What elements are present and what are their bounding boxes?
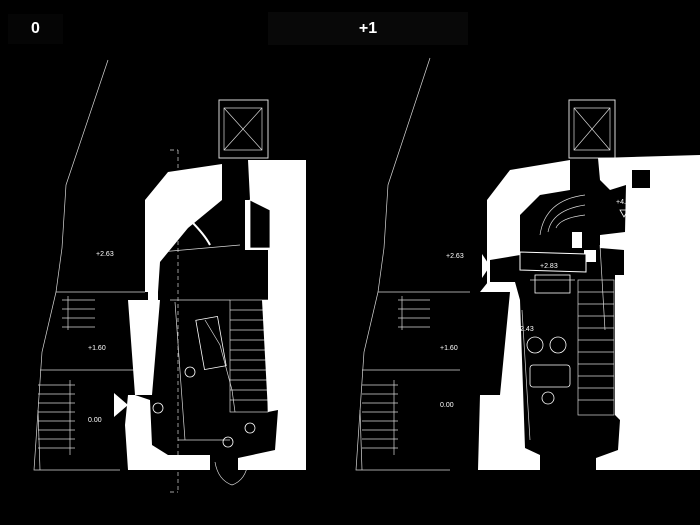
main-stairs — [577, 279, 615, 416]
spiral-stair — [539, 194, 586, 236]
level-label: 0.00 — [88, 417, 102, 424]
floor-label-ground: 0 — [8, 14, 63, 44]
chair-icon — [549, 336, 567, 354]
level-label: +1.60 — [440, 345, 458, 352]
neighbor-wall-line — [37, 291, 145, 471]
level-label: +4.53 — [616, 199, 634, 206]
level-label: +2.83 — [540, 263, 558, 270]
sofa-icon — [195, 316, 227, 370]
furniture-first — [526, 274, 571, 405]
main-stairs — [229, 299, 269, 413]
entrance-arrow-icon — [114, 393, 128, 417]
chair-icon — [526, 336, 544, 354]
plan-first-floor — [355, 57, 616, 471]
tower-outline — [218, 99, 269, 159]
level-label: +2.63 — [446, 253, 464, 260]
desk-icon — [529, 364, 571, 388]
furniture-ground — [152, 316, 256, 448]
level-label: +2.43 — [516, 326, 534, 333]
entrance-arrow-icon — [482, 254, 490, 278]
level-arrow-icon — [619, 209, 629, 218]
site-boundary-line — [355, 57, 450, 471]
tower-cross — [573, 107, 611, 151]
person-icon — [184, 366, 196, 378]
floor-label-first-text: +1 — [358, 19, 378, 37]
plan-ground-floor — [33, 59, 269, 493]
tower-outline — [568, 99, 616, 159]
left-neighbor-stairs — [38, 296, 95, 455]
walls-first-floor — [478, 155, 700, 470]
walls-ground-floor — [125, 160, 306, 470]
level-label: +1.60 — [88, 345, 106, 352]
level-label: +2.63 — [96, 251, 114, 258]
left-neighbor-stairs — [362, 296, 430, 455]
floor-label-ground-text: 0 — [31, 20, 40, 37]
level-label: 0.00 — [440, 402, 454, 409]
neighbor-wall-line — [359, 291, 470, 471]
floor-label-first: +1 — [268, 12, 468, 45]
tower-cross — [223, 107, 263, 151]
site-boundary-line — [33, 59, 120, 471]
bed-icon — [534, 274, 571, 294]
person-icon — [541, 391, 555, 405]
